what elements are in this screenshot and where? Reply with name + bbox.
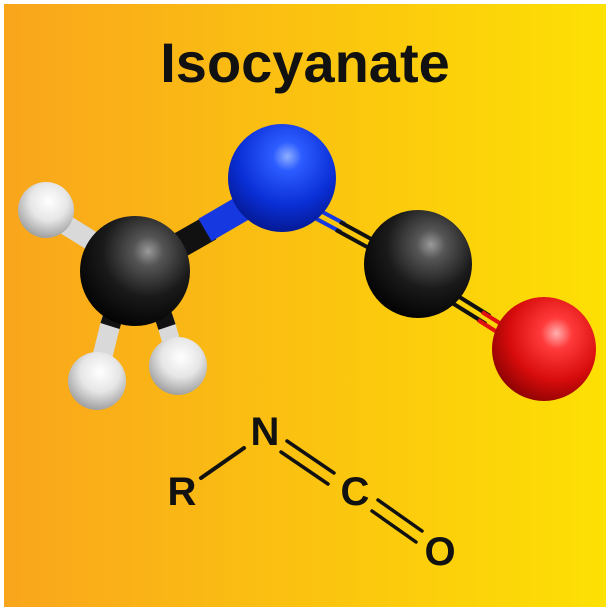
- formula-bond-n-c-double: [279, 439, 336, 486]
- molecule-model: [18, 124, 596, 410]
- formula-label-n: N: [251, 410, 280, 454]
- oxygen-atom: [492, 297, 596, 401]
- carbon-atom: [80, 216, 190, 326]
- formula-bond-c-o-double: [370, 498, 424, 544]
- nitrogen-atom: [228, 124, 336, 232]
- formula-bond-r-n: [199, 446, 246, 480]
- hydrogen-atom: [68, 352, 126, 410]
- carbon-atom: [364, 210, 472, 318]
- hydrogen-atom: [18, 182, 74, 238]
- page-title: Isocyanate: [160, 31, 450, 94]
- structural-formula: R N C O: [168, 410, 456, 574]
- formula-label-o: O: [424, 530, 455, 574]
- formula-label-r: R: [168, 470, 197, 514]
- hydrogen-atom: [149, 337, 207, 395]
- formula-label-c: C: [341, 470, 370, 514]
